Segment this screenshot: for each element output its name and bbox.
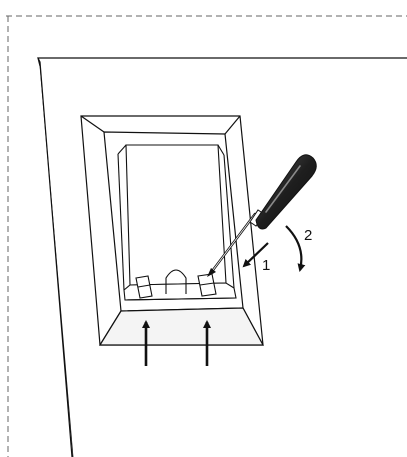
latch-clip-left: [135, 275, 153, 299]
module-recess: [117, 144, 237, 301]
latch-clips: [135, 269, 217, 299]
latch-clip-right: [197, 273, 217, 297]
dashed-enclosure-outline: [6, 15, 407, 457]
step-label-1: 1: [262, 257, 270, 274]
curved-arrow-icon: [285, 225, 306, 272]
wall-panel: [37, 57, 407, 457]
screwdriver-icon: [207, 154, 317, 277]
arrow-diagonal-icon: [242, 242, 269, 268]
step-label-2: 2: [304, 227, 312, 244]
latch-clip-center-slot: [165, 269, 187, 294]
